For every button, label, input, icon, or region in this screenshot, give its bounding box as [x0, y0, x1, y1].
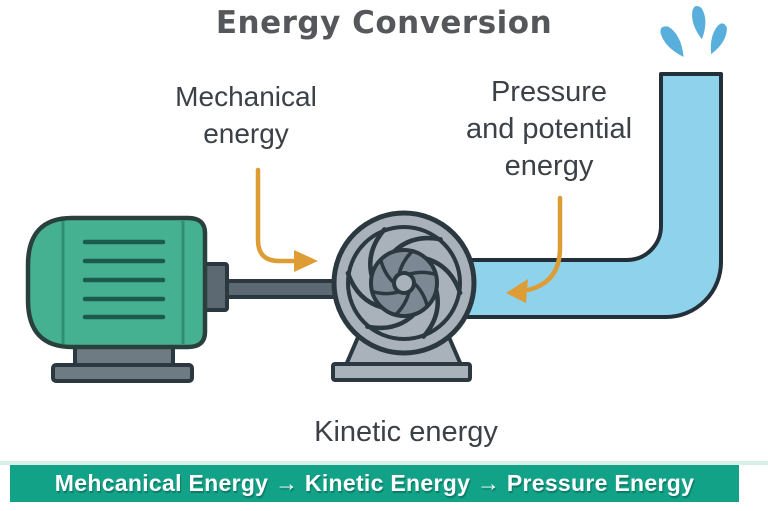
- pump-center-eye: [392, 271, 416, 295]
- shaft-group: [202, 262, 345, 312]
- pump-icon: [331, 210, 477, 382]
- arrow-pressure: [506, 195, 563, 303]
- shaft-bar: [223, 279, 345, 299]
- water-droplet-middle: [692, 6, 706, 40]
- motor-base: [51, 345, 194, 383]
- water-droplet-right: [710, 23, 727, 55]
- arrow-mechanical: [255, 167, 318, 272]
- pipe-icon: [448, 72, 723, 319]
- energy-flow-banner: Mehcanical Energy → Kinetic Energy → Pre…: [10, 465, 739, 502]
- arrow-pressure-head: [506, 279, 528, 303]
- label-mechanical-energy: Mechanical energy: [175, 81, 317, 149]
- motor-accent-lines: [61, 221, 185, 344]
- motor-base-plate: [51, 363, 194, 383]
- water-droplet-left: [660, 26, 684, 57]
- banner-top-edge: [0, 461, 768, 465]
- motor-icon: [25, 215, 208, 383]
- label-pressure-potential-energy: Pressure and potential energy: [465, 76, 633, 182]
- pipe-shape: [448, 72, 723, 319]
- motor-body: [25, 215, 208, 350]
- energy-flow-text: Mehcanical Energy → Kinetic Energy → Pre…: [54, 470, 695, 496]
- diagram-title: Energy Conversion: [215, 5, 553, 41]
- arrow-mechanical-line: [255, 167, 297, 264]
- shaft-coupling: [202, 262, 229, 312]
- arrow-mechanical-head: [294, 250, 318, 272]
- water-spray-icon: [660, 6, 727, 57]
- motor-vent-lines: [82, 239, 166, 320]
- label-kinetic-energy: Kinetic energy: [314, 416, 498, 448]
- arrow-pressure-line: [525, 195, 563, 293]
- pump-casing-rim: [346, 225, 462, 341]
- pump-base-plate: [331, 362, 472, 382]
